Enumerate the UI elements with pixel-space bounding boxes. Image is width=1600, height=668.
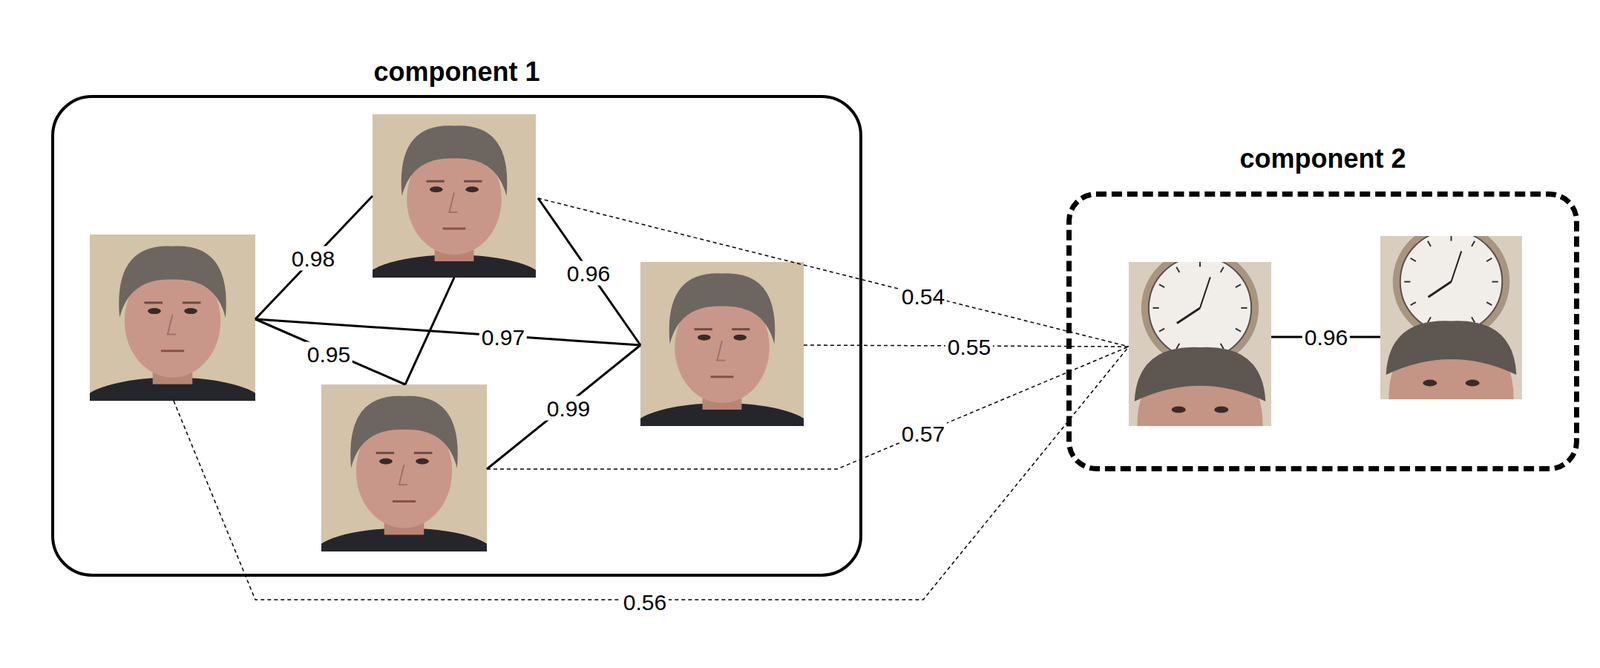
similarity-score: 0.55 [945,334,993,360]
eye [429,186,444,193]
component-title: component 1 [0,56,934,88]
face-photo [89,234,256,401]
clock-tick [1176,267,1180,273]
hair [118,245,227,318]
clock-tick [1471,241,1475,247]
eye [147,307,162,314]
photo-background [372,114,536,278]
similarity-score: 0.95 [305,342,353,367]
eyebrow [463,180,482,183]
similarity-score: 0.57 [899,421,947,447]
eye [465,186,479,193]
eyebrow [731,328,750,331]
photo-background [640,261,804,426]
mouth [710,375,734,378]
photo-background [321,384,487,552]
eyebrow [144,301,164,304]
hair [1386,320,1517,375]
eyebrow [376,451,395,455]
face-photo [372,114,536,278]
eye [1422,379,1437,387]
eye [1465,379,1480,387]
clock-tick [1410,258,1416,262]
clock-tick [1220,343,1224,349]
clock-hand [1200,276,1211,308]
face-photo [640,261,804,426]
mouth [392,500,416,503]
clock-tick [1486,258,1492,262]
hair [1134,347,1267,402]
clock-tick [1492,281,1499,283]
nose [167,314,176,335]
eye [733,334,747,341]
clock-tick [1240,307,1247,309]
eyebrow [694,328,713,331]
photo-background [89,234,256,401]
similarity-score: 0.96 [1302,325,1350,350]
eyebrow [414,451,433,455]
clock-tick [1486,302,1492,306]
eye [1171,405,1186,413]
eye [697,334,711,341]
component-title: component 2 [997,143,1600,175]
eye [184,307,198,314]
mouth [161,349,185,352]
clock-tick [1159,328,1165,332]
similarity-line-dashed [173,346,1129,600]
clock-tick [1152,307,1159,309]
similarity-line-dashed [486,346,1129,470]
eye [415,457,429,464]
similarity-line [255,319,406,385]
clock-tick [1199,261,1201,268]
nose [716,340,726,361]
eye [379,457,393,464]
clock-tick [1159,284,1165,288]
similarity-line [405,277,455,385]
eyebrow [182,301,202,304]
clock-tick [1427,241,1431,247]
hair [669,273,776,344]
component-box: component 1 [51,94,863,577]
clock-tick [1450,235,1453,242]
nose [448,192,458,213]
clock-hand [1428,282,1452,298]
clock-face [1148,261,1252,360]
nose [399,464,408,485]
face-photo [1128,261,1272,426]
clock-hand [1176,307,1200,324]
clock-tick [1220,267,1224,273]
eye [1214,405,1229,413]
clock-tick [1176,343,1180,349]
hair [350,396,458,469]
similarity-score: 0.97 [479,325,527,350]
clock-tick [1235,328,1241,332]
similarity-line [255,195,373,320]
similarity-score: 0.54 [899,284,947,309]
similarity-score: 0.96 [564,261,613,286]
clock-tick [1427,316,1431,323]
clock-tick [1235,284,1241,288]
eyebrow [426,180,445,183]
hair [401,125,508,196]
face-photo [321,384,487,552]
similarity-line [486,345,641,470]
similarity-score: 0.98 [289,246,337,271]
similarity-score: 0.99 [544,396,593,421]
clock-tick [1471,316,1475,323]
clock-hand [1451,250,1462,282]
clock-tick [1404,281,1411,283]
clock-tick [1410,302,1416,306]
similarity-line-dashed [538,198,1129,347]
mouth [443,227,467,231]
similarity-score: 0.56 [621,589,669,615]
face-photo [1380,235,1523,400]
clock-face [1400,235,1503,333]
